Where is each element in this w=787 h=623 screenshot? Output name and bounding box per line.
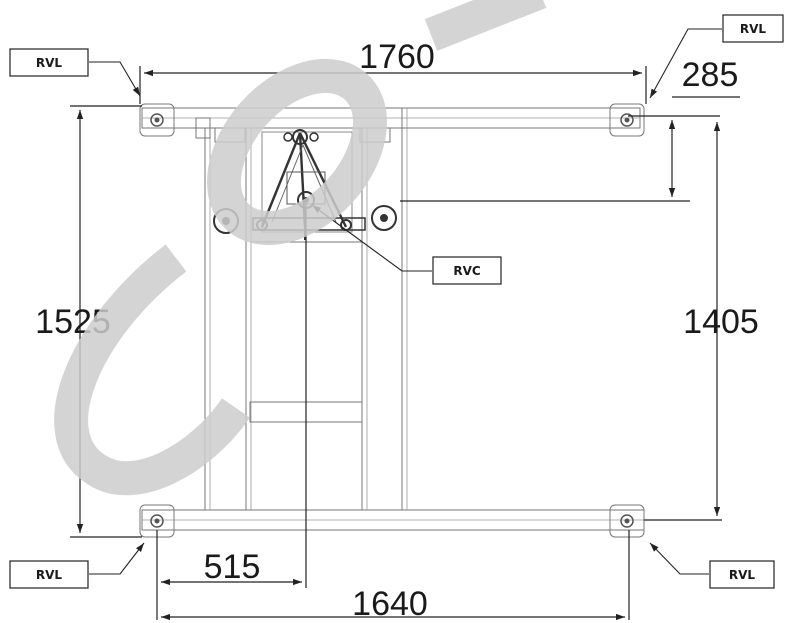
dim-top-width: 1760 [359, 38, 435, 76]
callout-rvl-top-right-label: RVL [740, 22, 767, 36]
callout-leaders [89, 28, 722, 575]
callout-rvl-top-left: RVL [9, 48, 89, 77]
watermark [54, 0, 547, 496]
castor-bottom-right [609, 504, 645, 538]
castor-top-left [139, 103, 175, 137]
callout-rvc: RVC [432, 256, 502, 285]
castor-top-right [609, 103, 645, 137]
watermark-letter-p [424, 0, 547, 51]
dim-bottom-offset: 515 [204, 548, 261, 586]
callout-rvl-bottom-left: RVL [9, 560, 89, 589]
callout-rvl-bottom-left-label: RVL [36, 568, 63, 582]
watermark-letter-c [54, 244, 250, 496]
watermark-letter-o [207, 58, 387, 246]
dim-bottom-width: 1640 [352, 585, 428, 623]
dimension-lines [70, 66, 740, 621]
callout-rvc-label: RVC [453, 264, 481, 278]
dim-right-height: 1405 [683, 303, 759, 341]
callout-rvl-bottom-right: RVL [709, 560, 775, 589]
dim-right-offset: 285 [682, 56, 739, 94]
callout-rvl-top-right: RVL [722, 14, 784, 43]
callout-rvl-top-left-label: RVL [36, 56, 63, 70]
callout-rvl-bottom-right-label: RVL [729, 568, 756, 582]
